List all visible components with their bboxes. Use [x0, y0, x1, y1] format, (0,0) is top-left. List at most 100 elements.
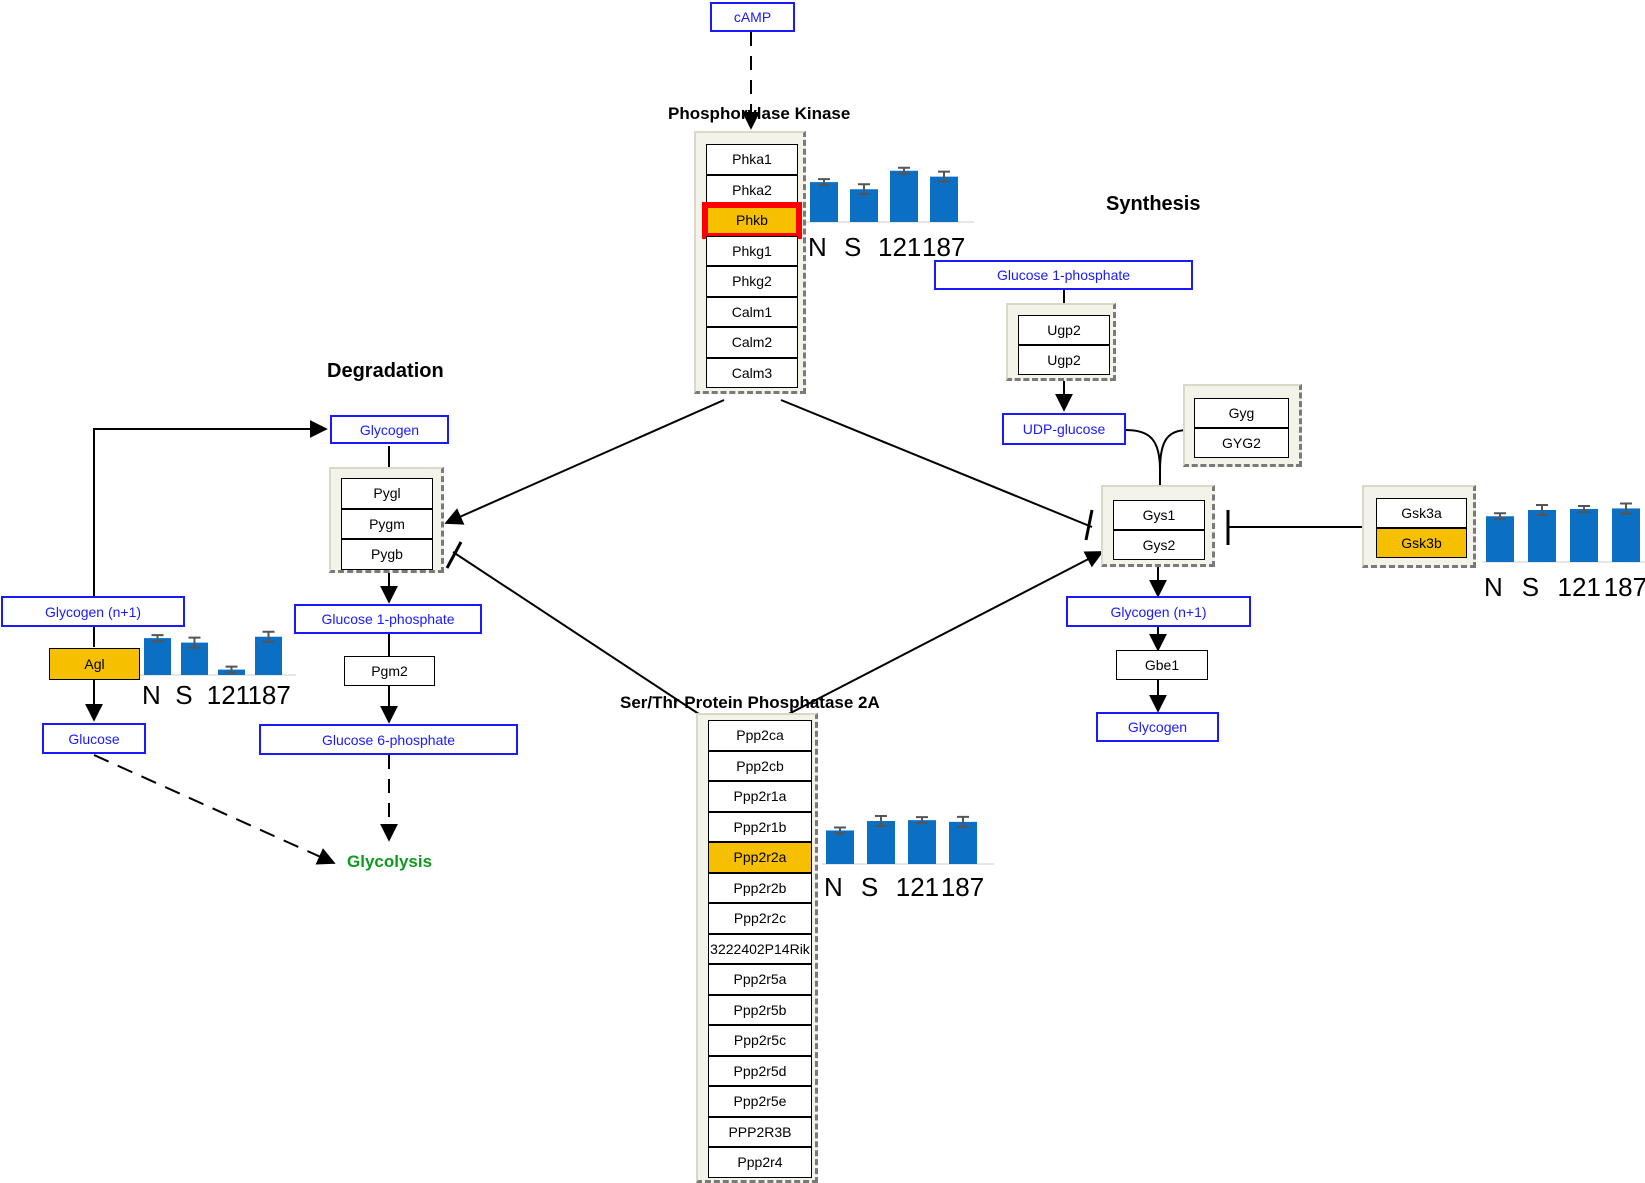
error-bar-Agl-121 — [225, 665, 238, 674]
title-pp2a: Ser/Thr Protein Phosphatase 2A — [620, 693, 880, 712]
bar-Gsk3b-121 — [1570, 508, 1598, 562]
edge-pp2a-gys — [776, 551, 1104, 721]
bar-label-Gsk3b-0: N — [1484, 572, 1503, 602]
gene-pp2a-3[interactable]: Ppp2r1b — [708, 811, 812, 842]
gene-pp2a-6[interactable]: Ppp2r2c — [708, 903, 812, 934]
gene-phk-3[interactable]: Phkg1 — [706, 235, 798, 266]
gene-pyg-1[interactable]: Pygm — [341, 508, 433, 539]
bar-label-Phkb-2: 121 — [878, 232, 922, 262]
error-bar-Agl-N — [151, 634, 164, 643]
gene-pp2a-1[interactable]: Ppp2cb — [708, 750, 812, 781]
bar-label-Gsk3b-2: 121 — [1557, 572, 1601, 602]
gene-phk-1[interactable]: Phka2 — [706, 174, 798, 205]
gene-phk-0[interactable]: Phka1 — [706, 144, 798, 175]
error-bar-Phkb-S — [858, 183, 870, 196]
bar-Ppp2r2a-121 — [908, 820, 936, 864]
error-bar-Gsk3b-N — [1494, 512, 1506, 521]
error-bar-Gsk3b-187 — [1620, 502, 1632, 515]
bar-Ppp2r2a-S — [867, 821, 895, 864]
error-bar-Phkb-121 — [898, 166, 910, 175]
metabolite-glucose-1-phosphate-synthesis[interactable]: Glucose 1-phosphate — [934, 260, 1193, 290]
gene-gyg-0[interactable]: Gyg — [1194, 398, 1289, 428]
metabolite-udp-glucose[interactable]: UDP-glucose — [1002, 413, 1126, 445]
bar-label-Ppp2r2a-3: 187 — [940, 872, 985, 902]
bar-Agl-187 — [255, 636, 282, 675]
gene-pp2a-0[interactable]: Ppp2ca — [708, 720, 812, 751]
title-degradation: Degradation — [327, 360, 444, 382]
bar-label-Gsk3b-1: S — [1521, 572, 1540, 602]
metabolite-glycogen-n1-synthesis[interactable]: Glycogen (n+1) — [1066, 596, 1251, 627]
gene-pp2a-13[interactable]: PPP2R3B — [708, 1116, 812, 1147]
bar-Agl-N — [144, 638, 171, 675]
bar-label-Ppp2r2a-0: N — [824, 872, 843, 902]
bar-label-Ppp2r2a-2: 121 — [895, 872, 940, 902]
gene-gsk-0[interactable]: Gsk3a — [1376, 498, 1467, 528]
gene-pp2a-8[interactable]: Ppp2r5a — [708, 964, 812, 995]
metabolite-glycogen-synthesis[interactable]: Glycogen — [1096, 712, 1219, 742]
metabolite-glucose[interactable]: Glucose — [42, 723, 146, 754]
bar-label-Gsk3b-3: 187 — [1603, 572, 1645, 602]
gene-pp2a-7[interactable]: 3222402P14Rik — [708, 933, 812, 964]
metabolite-glycogen-n1[interactable]: Glycogen (n+1) — [1, 596, 185, 627]
edge-glucose-glycolysis — [93, 754, 336, 865]
error-bar-Phkb-187 — [938, 170, 950, 183]
bar-label-Phkb-3: 187 — [922, 232, 966, 262]
error-bar-Ppp2r2a-S — [875, 815, 887, 827]
bar-label-Agl-2: 121 — [206, 680, 251, 710]
bar-Gsk3b-N — [1486, 516, 1514, 562]
metabolite-glucose-6-phosphate[interactable]: Glucose 6-phosphate — [259, 724, 518, 755]
metabolite-glycolysis[interactable]: Glycolysis — [347, 852, 433, 871]
error-bar-Ppp2r2a-N — [834, 826, 846, 835]
bar-Phkb-187 — [930, 176, 958, 222]
edge-pp2a-pyg — [452, 551, 709, 721]
gene-pp2a-2[interactable]: Ppp2r1a — [708, 781, 812, 812]
bar-label-Phkb-1: S — [844, 232, 862, 262]
gene-gsk-1[interactable]: Gsk3b — [1376, 528, 1467, 558]
bar-label-Agl-1: S — [175, 680, 193, 710]
edge-glycogen-loop — [93, 420, 328, 596]
gene-gyg-1[interactable]: GYG2 — [1194, 428, 1289, 458]
error-bar-Gsk3b-121 — [1578, 504, 1590, 513]
gene-pp2a-14[interactable]: Ppp2r4 — [708, 1147, 812, 1178]
metabolite-glycogen[interactable]: Glycogen — [330, 415, 449, 444]
error-bar-Gsk3b-S — [1536, 504, 1548, 516]
metabolite-camp[interactable]: cAMP — [710, 2, 795, 32]
bar-Phkb-N — [810, 182, 838, 222]
error-bar-Agl-187 — [262, 630, 275, 643]
gene-agl[interactable]: Agl — [49, 648, 140, 680]
error-bar-Ppp2r2a-187 — [957, 815, 969, 828]
error-bar-Ppp2r2a-121 — [916, 816, 928, 825]
bar-label-Ppp2r2a-1: S — [860, 872, 879, 902]
gene-ugp-1[interactable]: Ugp2 — [1018, 345, 1110, 375]
bar-label-Agl-3: 187 — [247, 680, 291, 710]
gene-phk-7[interactable]: Calm3 — [706, 357, 798, 388]
gene-gbe1[interactable]: Gbe1 — [1116, 650, 1208, 680]
gene-pp2a-4[interactable]: Ppp2r2a — [708, 842, 812, 873]
gene-gys-1[interactable]: Gys2 — [1113, 530, 1205, 560]
metabolite-glucose-1-phosphate[interactable]: Glucose 1-phosphate — [294, 604, 482, 634]
edge-phk-pyg — [444, 399, 725, 525]
bar-Gsk3b-S — [1528, 510, 1556, 562]
bar-label-Agl-0: N — [142, 680, 161, 710]
gene-ugp-0[interactable]: Ugp2 — [1018, 315, 1110, 345]
gene-phk-5[interactable]: Calm1 — [706, 296, 798, 327]
gene-pp2a-10[interactable]: Ppp2r5c — [708, 1025, 812, 1056]
gene-phk-6[interactable]: Calm2 — [706, 327, 798, 358]
bar-Ppp2r2a-N — [826, 830, 854, 864]
gene-pgm2[interactable]: Pgm2 — [344, 656, 435, 686]
gene-gys-0[interactable]: Gys1 — [1113, 500, 1205, 530]
gene-pp2a-5[interactable]: Ppp2r2b — [708, 872, 812, 903]
error-bar-Agl-S — [188, 636, 201, 649]
inhibit-bar-gys-phk — [1084, 509, 1094, 541]
title-phosphorylase-kinase: Phosphorylase Kinase — [668, 104, 851, 123]
gene-pp2a-9[interactable]: Ppp2r5b — [708, 994, 812, 1025]
gene-pp2a-12[interactable]: Ppp2r5e — [708, 1086, 812, 1117]
error-bar-Phkb-N — [818, 178, 830, 187]
gene-pyg-2[interactable]: Pygb — [341, 539, 433, 570]
gene-pp2a-11[interactable]: Ppp2r5d — [708, 1055, 812, 1086]
gene-phk-4[interactable]: Phkg2 — [706, 266, 798, 297]
bar-Ppp2r2a-187 — [949, 821, 977, 864]
bar-label-Phkb-0: N — [808, 232, 827, 262]
gene-pyg-0[interactable]: Pygl — [341, 478, 433, 509]
